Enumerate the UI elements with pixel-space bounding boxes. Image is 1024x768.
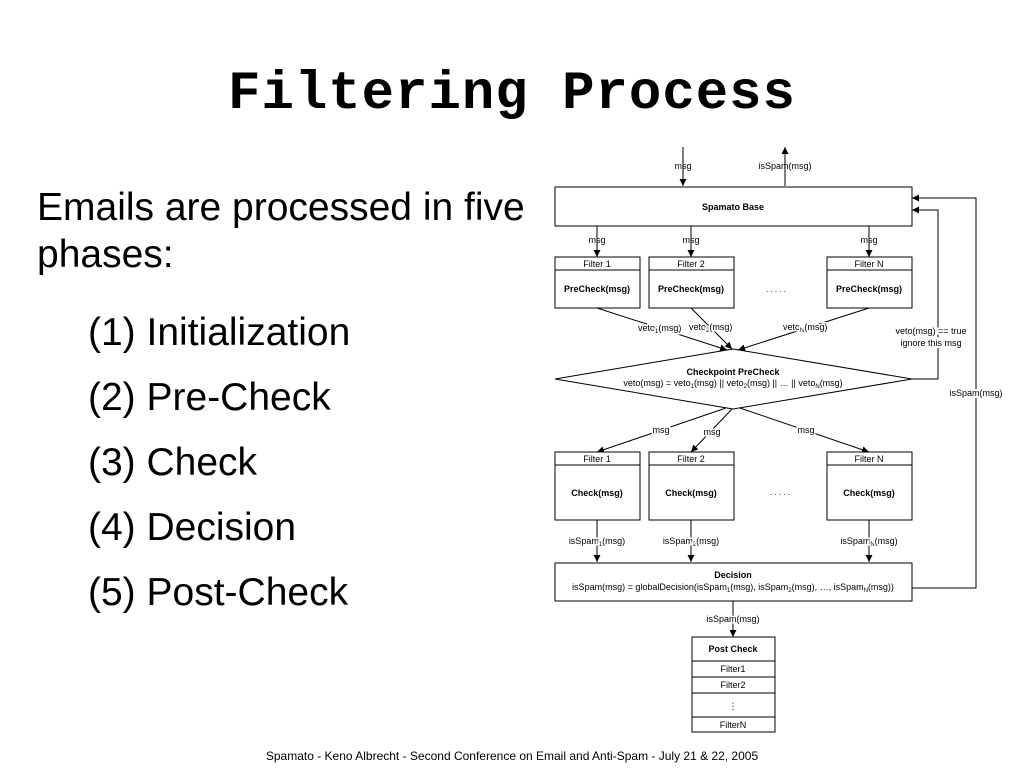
output-label: isSpam(msg) [758, 161, 811, 171]
isspam-label-n: isSpamN(msg) [840, 536, 897, 548]
precheck-filter-1: Filter 1 PreCheck(msg) [554, 256, 641, 309]
checkpoint-formula: veto(msg) = veto1(msg) || veto2(msg) || … [623, 378, 842, 390]
slide-title: Filtering Process [228, 64, 796, 125]
phase-item: (3) Check [88, 441, 258, 484]
decision-out-label: isSpam(msg) [706, 614, 759, 624]
veto-arrow [690, 307, 733, 350]
filter-name: Filter 1 [583, 259, 611, 269]
msg-label: msg [797, 425, 814, 435]
veto-arrow [737, 307, 870, 352]
precheck-filter-2: Filter 2 PreCheck(msg) [648, 256, 735, 309]
filter-name: Filter 2 [677, 259, 705, 269]
veto-arrow [596, 307, 728, 352]
ignore-msg-label: ignore this msg [900, 338, 961, 348]
decision-title: Decision [714, 570, 752, 580]
slide-footer: Spamato - Keno Albrecht - Second Confere… [265, 749, 759, 763]
postcheck-title: Post Check [708, 644, 758, 654]
msg-label: msg [860, 235, 877, 245]
spamato-base-label: Spamato Base [702, 202, 764, 212]
ellipsis-dots: . . . . . [770, 488, 790, 497]
msg-label: msg [703, 427, 720, 437]
filter-method: Check(msg) [571, 488, 623, 498]
intro-text: Emails are processed in five phases: [37, 186, 525, 276]
checkpoint-diamond [554, 348, 913, 410]
veto-label-n: vetoN(msg) [783, 322, 827, 334]
phase-item: (4) Decision [88, 506, 297, 549]
msg-arrow [690, 408, 733, 453]
filter-method: PreCheck(msg) [658, 284, 724, 294]
input-label: msg [674, 161, 691, 171]
postcheck-item: FilterN [720, 720, 747, 730]
phase-item: (1) Initialization [88, 311, 351, 354]
phase-list: (1) Initialization (2) Pre-Check (3) Che… [88, 300, 350, 625]
msg-label: msg [682, 235, 699, 245]
check-filter-1: Filter 1 Check(msg) [554, 451, 641, 521]
msg-arrow [739, 407, 870, 454]
postcheck-item: Filter1 [720, 664, 745, 674]
veto-true-loop [912, 206, 939, 380]
isspam-loop [912, 194, 977, 589]
decision-formula: isSpam(msg) = globalDecision(isSpam1(msg… [572, 582, 894, 594]
msg-label: msg [588, 235, 605, 245]
isspam-loop-label: isSpam(msg) [949, 388, 1002, 398]
check-filter-n: Filter N Check(msg) [826, 451, 913, 521]
checkpoint-title: Checkpoint PreCheck [686, 367, 780, 377]
filter-method: Check(msg) [843, 488, 895, 498]
msg-label: msg [652, 425, 669, 435]
postcheck-item: Filter2 [720, 680, 745, 690]
isspam-label-2: isSpam2(msg) [663, 536, 719, 548]
phase-item: (5) Post-Check [88, 571, 349, 614]
veto-label-1: veto1(msg) [638, 323, 681, 335]
postcheck-item: ⋮ [729, 701, 738, 711]
filter-name: Filter 2 [677, 454, 705, 464]
decision-box [554, 562, 913, 602]
filter-method: PreCheck(msg) [836, 284, 902, 294]
filter-name: Filter N [855, 259, 884, 269]
filter-name: Filter N [855, 454, 884, 464]
ellipsis-dots: . . . . . [766, 285, 786, 294]
phase-item: (2) Pre-Check [88, 376, 331, 419]
msg-arrow [596, 407, 727, 454]
filter-method: PreCheck(msg) [564, 284, 630, 294]
spamato-base-box [554, 186, 913, 227]
check-filter-2: Filter 2 Check(msg) [648, 451, 735, 521]
filter-name: Filter 1 [583, 454, 611, 464]
veto-true-label: veto(msg) == true [895, 326, 966, 336]
isspam-label-1: isSpam1(msg) [569, 536, 625, 548]
postcheck-box: Post Check Filter1 Filter2 ⋮ FilterN [691, 636, 776, 733]
precheck-filter-n: Filter N PreCheck(msg) [826, 256, 913, 309]
veto-label-2: veto2(msg) [689, 322, 732, 334]
filter-method: Check(msg) [665, 488, 717, 498]
